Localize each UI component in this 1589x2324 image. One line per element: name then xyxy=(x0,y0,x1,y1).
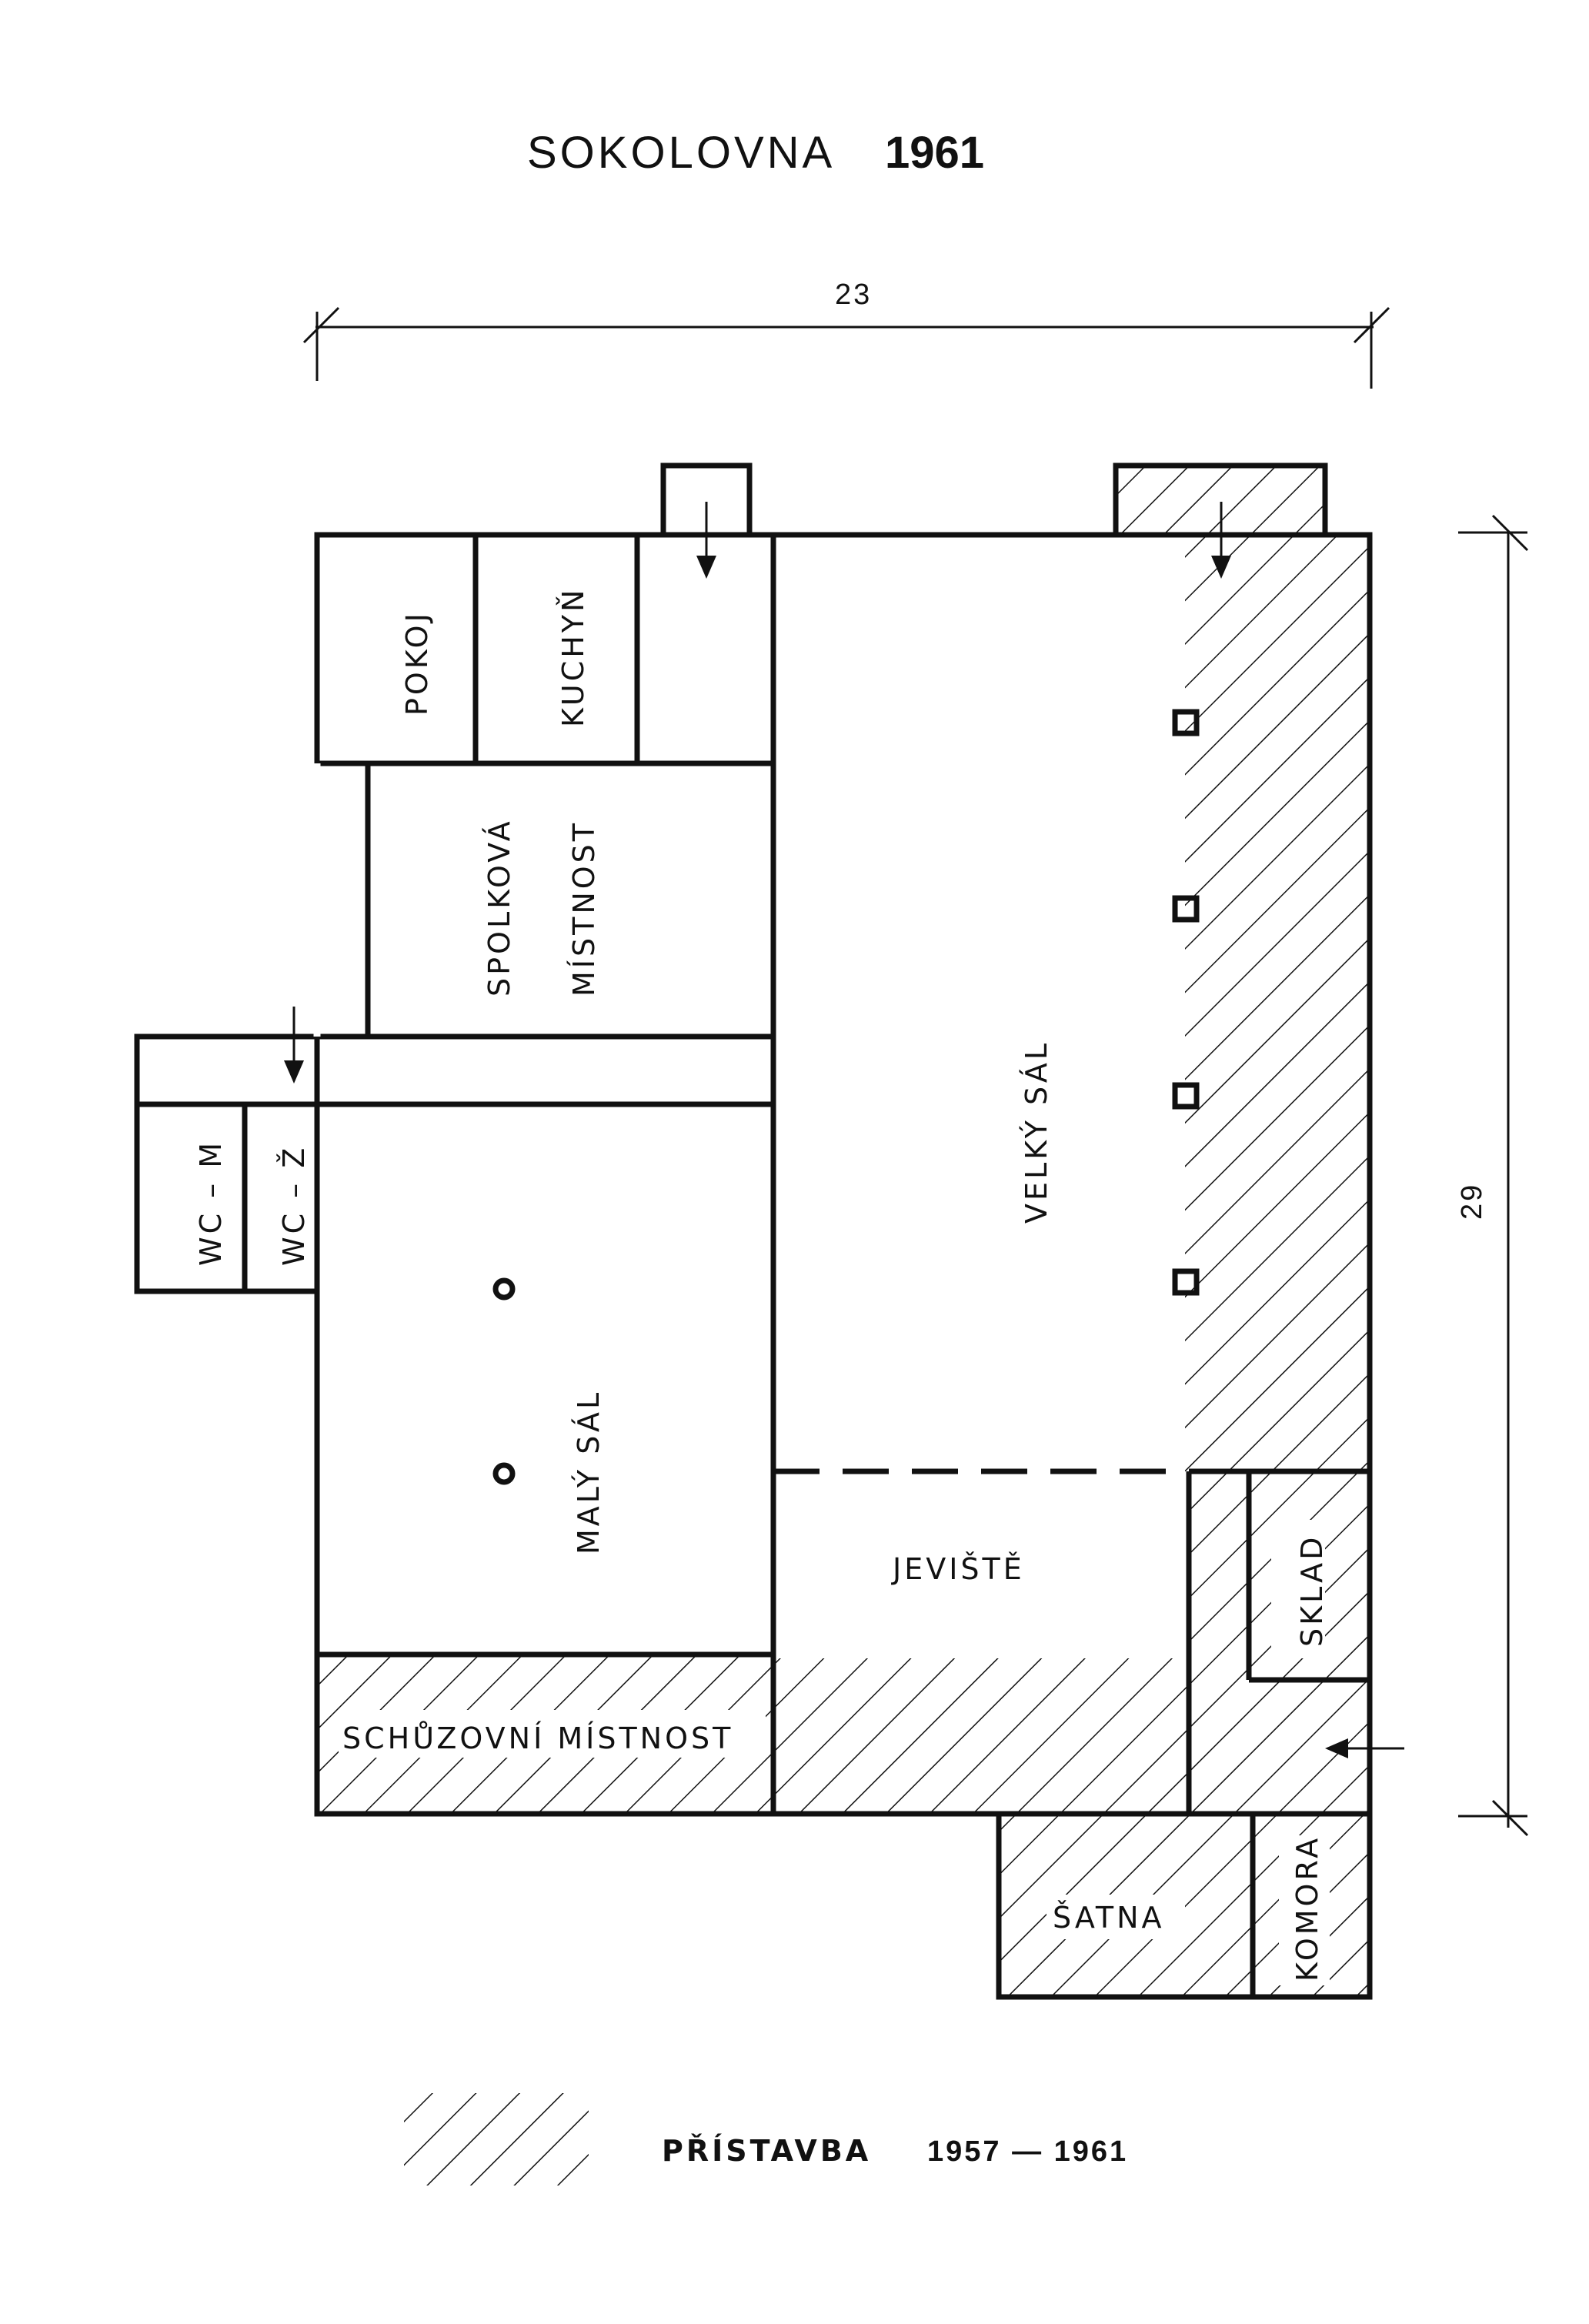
columns xyxy=(492,709,1200,1485)
width-dimension: 23 xyxy=(302,279,1390,389)
walls xyxy=(134,462,1373,2000)
room-maly-sal: MALÝ SÁL xyxy=(572,1390,606,1554)
depth-dimension-label: 29 xyxy=(1456,1183,1488,1220)
width-dimension-label: 23 xyxy=(835,279,872,311)
room-schuzovni: SCHŮZOVNÍ MÍSTNOST xyxy=(342,1721,733,1755)
legend-label: PŘÍSTAVBA xyxy=(662,2134,871,2168)
room-wc-z: WC – Ž xyxy=(277,1145,311,1266)
room-satna: ŠATNA xyxy=(1053,1901,1165,1935)
title-name: SOKOLOVNA xyxy=(527,128,835,178)
room-wc-m: WC – M xyxy=(194,1140,228,1266)
depth-dimension: 29 xyxy=(1456,514,1529,1837)
legend-years: 1957 — 1961 xyxy=(927,2135,1128,2168)
legend: PŘÍSTAVBA 1957 — 1961 xyxy=(404,2093,1128,2185)
title-year: 1961 xyxy=(885,128,984,178)
room-pokoj: POKOJ xyxy=(400,610,434,716)
room-jeviste: JEVIŠTĚ xyxy=(891,1552,1025,1586)
room-sklad: SKLAD xyxy=(1295,1534,1329,1647)
legend-hatch-swatch xyxy=(404,2093,589,2185)
room-spolkova-line1: SPOLKOVÁ xyxy=(482,818,516,997)
entrance-arrows xyxy=(284,502,1404,1758)
room-velky-sal: VELKÝ SÁL xyxy=(1020,1040,1053,1224)
room-kuchyn: KUCHYŇ xyxy=(556,587,590,727)
room-komora: KOMORA xyxy=(1290,1835,1324,1982)
room-spolkova-line2: MÍSTNOST xyxy=(567,820,601,997)
